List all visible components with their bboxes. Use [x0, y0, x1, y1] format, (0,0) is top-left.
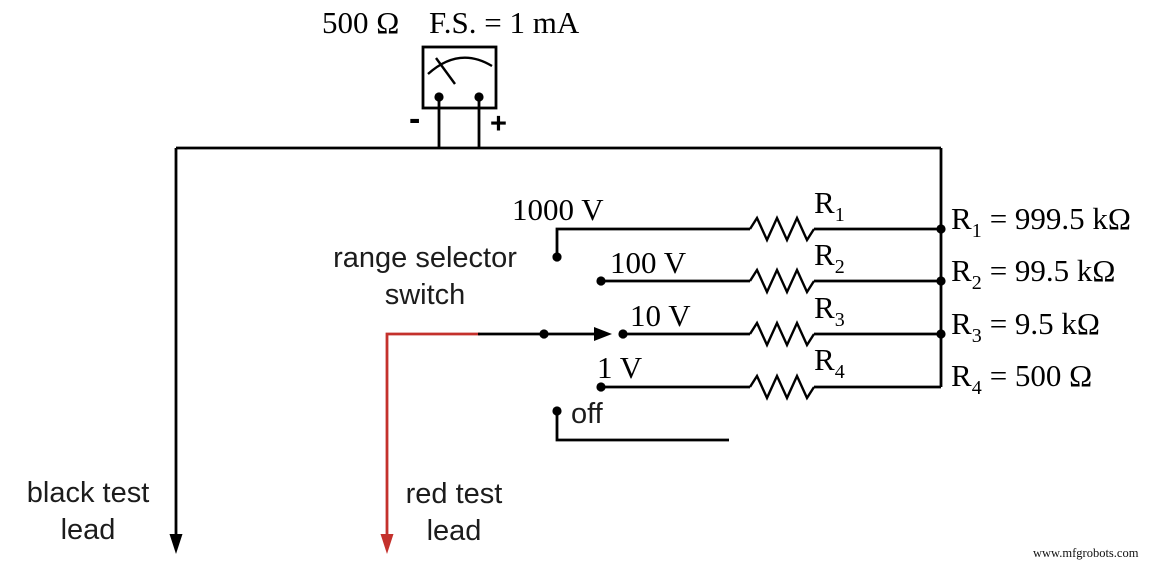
resistor-label-r3: R3	[814, 290, 845, 330]
meter-full-scale-label: F.S. = 1 mA	[429, 5, 580, 40]
resistor-value-r1-val: = 999.5 kΩ	[989, 201, 1131, 236]
resistor-value-r3-val: = 9.5 kΩ	[989, 306, 1100, 341]
resistor-value-r1-sub: 1	[971, 220, 982, 242]
bus-junction-r1-dot	[936, 224, 946, 234]
branch-r1-wire-left	[555, 227, 750, 257]
red-test-lead-caption-line2: lead	[426, 515, 482, 547]
black-test-lead-caption-line1: black test	[26, 477, 150, 509]
black-lead-arrowhead	[169, 534, 183, 554]
resistor-value-r4-val: = 500 Ω	[989, 358, 1093, 393]
resistor-value-r2-sub: 2	[971, 272, 982, 294]
resistor-r1-symbol	[748, 215, 816, 243]
resistor-label-r2-name: R	[814, 237, 835, 272]
black-test-lead-caption-line2: lead	[60, 514, 116, 546]
range-selector-caption-line1: range selector	[333, 242, 517, 274]
resistor-value-r4: R4 = 500 Ω	[951, 358, 1093, 398]
resistor-value-r4-sub: 4	[971, 377, 982, 399]
resistor-label-r4-sub: 4	[834, 361, 845, 383]
resistor-value-r3-sub: 3	[971, 325, 982, 347]
resistor-label-r3-sub: 3	[834, 309, 845, 331]
resistor-label-r3-name: R	[814, 290, 835, 325]
resistor-label-r1: R1	[814, 185, 845, 225]
resistor-label-r4-name: R	[814, 342, 835, 377]
meter-needle	[435, 57, 456, 85]
resistor-value-r3: R3 = 9.5 kΩ	[951, 306, 1100, 346]
resistor-label-r2-sub: 2	[834, 256, 845, 278]
red-test-lead-caption: red test lead	[374, 476, 534, 550]
range-label-1v: 1 V	[597, 350, 643, 385]
resistor-value-r2-name: R	[951, 253, 972, 288]
meter-plus-sign: +	[490, 108, 507, 140]
wiper-arrowhead	[594, 327, 612, 341]
black-test-lead-caption: black test lead	[8, 475, 168, 549]
wiper-pivot-dot	[539, 329, 549, 339]
range-selector-caption-line2: switch	[384, 279, 466, 311]
resistor-r4-symbol	[748, 373, 816, 401]
range-label-10v: 10 V	[630, 298, 691, 333]
range-label-off: off	[571, 398, 603, 430]
resistor-r2-symbol	[748, 267, 816, 295]
meter-minus-sign: -	[409, 100, 421, 138]
resistor-value-r4-name: R	[951, 358, 972, 393]
resistor-label-r4: R4	[814, 342, 845, 382]
resistor-label-r1-sub: 1	[834, 204, 845, 226]
resistor-value-r2-val: = 99.5 kΩ	[989, 253, 1116, 288]
meter-rating-label: 500 Ω	[322, 5, 400, 40]
meter-scale-arc	[427, 56, 493, 75]
red-lead-arrowhead	[380, 534, 394, 554]
off-stub-wire	[555, 411, 729, 442]
resistor-value-r2: R2 = 99.5 kΩ	[951, 253, 1116, 293]
resistor-label-r2: R2	[814, 237, 845, 277]
range-label-100v: 100 V	[610, 245, 687, 280]
range-label-1000v: 1000 V	[512, 192, 604, 227]
range-selector-caption: range selector switch	[315, 240, 535, 314]
meter-box	[421, 45, 498, 110]
resistor-r3-symbol	[748, 320, 816, 348]
bus-junction-r2-dot	[936, 276, 946, 286]
watermark: www.mfgrobots.com	[1033, 546, 1139, 560]
resistor-value-r3-name: R	[951, 306, 972, 341]
resistor-value-r1-name: R	[951, 201, 972, 236]
red-test-lead-caption-line1: red test	[405, 478, 503, 510]
resistor-value-r1: R1 = 999.5 kΩ	[951, 201, 1131, 241]
red-test-lead-wire	[385, 332, 480, 540]
bus-junction-r3-dot	[936, 329, 946, 339]
resistor-label-r1-name: R	[814, 185, 835, 220]
